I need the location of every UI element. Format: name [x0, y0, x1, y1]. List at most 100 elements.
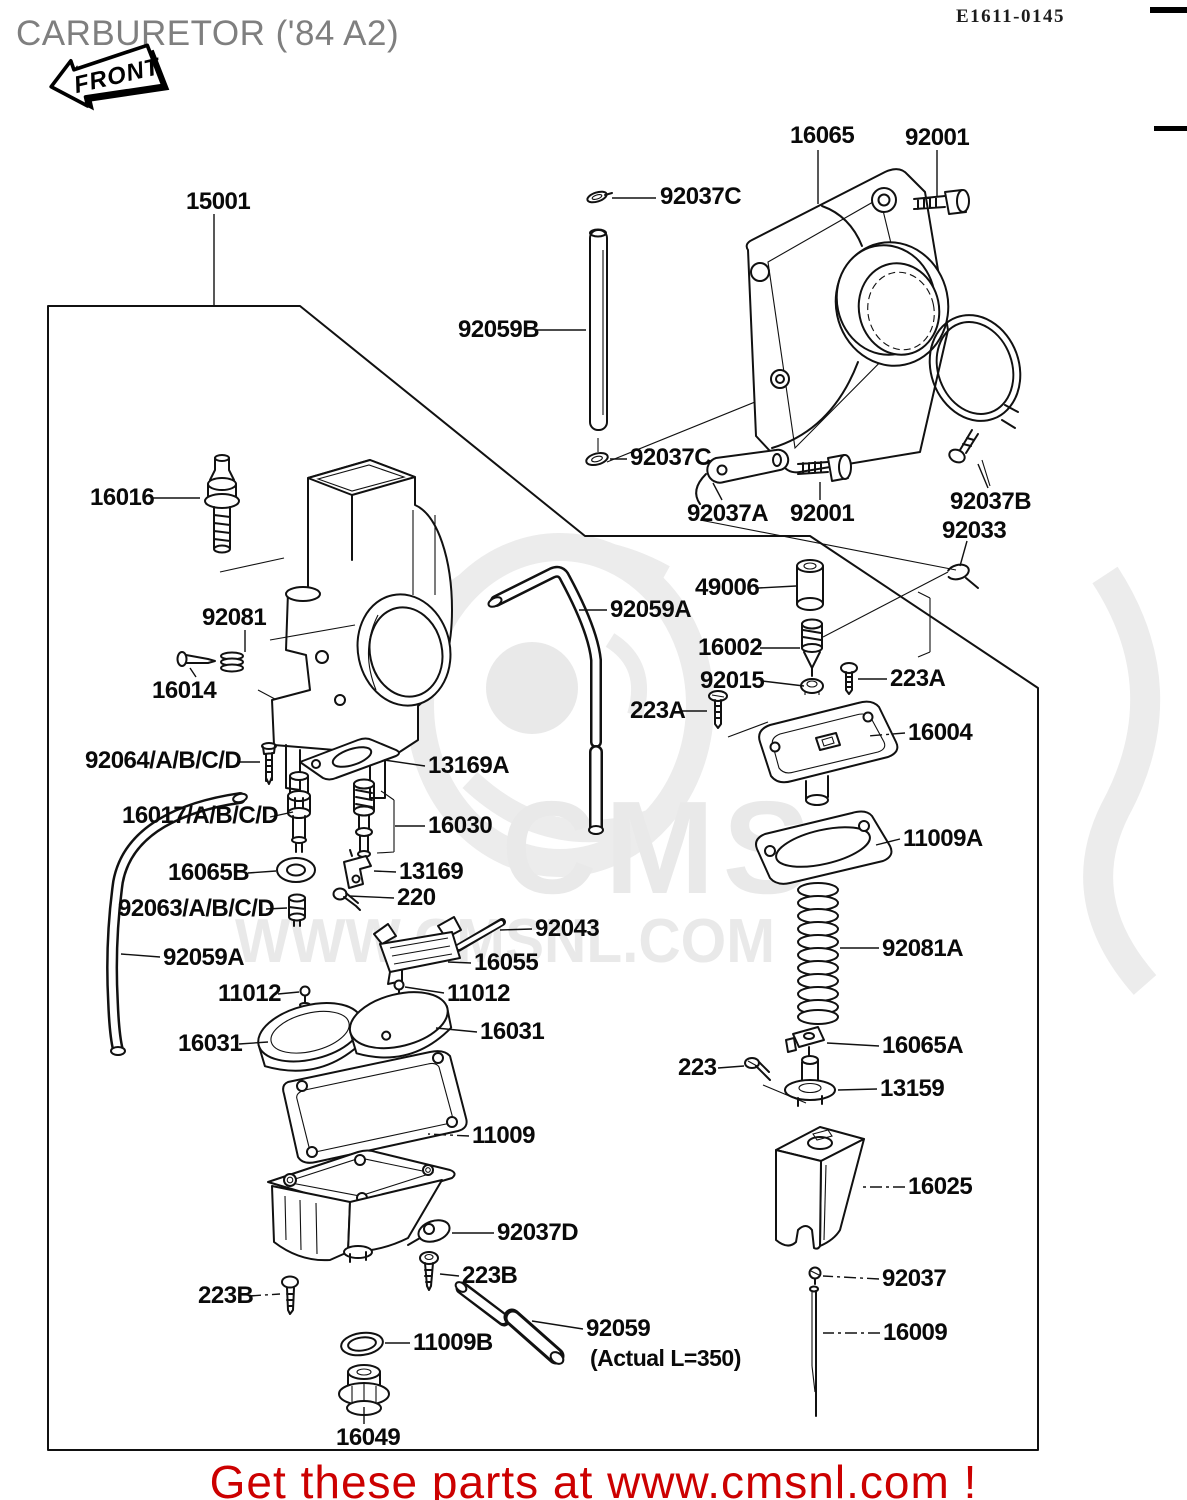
part-label-92063: 92063/A/B/C/D: [118, 895, 275, 922]
bolt-92001-top: [913, 189, 970, 215]
washer-16065B: [276, 857, 316, 883]
footer-banner: Get these parts at www.cmsnl.com !: [209, 1456, 978, 1500]
pin-92043: [454, 918, 506, 952]
screw-223B-left: [281, 1275, 299, 1315]
leader-92037B: [977, 463, 989, 489]
part-label-92081A: 92081A: [882, 935, 964, 962]
band-screw: [948, 429, 979, 464]
part-label-16065: 16065: [790, 122, 855, 149]
part-label-16014: 16014: [152, 677, 217, 704]
leader-11009: [427, 1133, 470, 1137]
hose-92059-bottom: [454, 1281, 565, 1365]
screw-16014: [176, 651, 216, 667]
part-label-16030: 16030: [428, 812, 493, 839]
part-label-11009: 11009: [472, 1122, 535, 1149]
part-label-11009A: 11009A: [903, 825, 983, 852]
part-label-16065B: 16065B: [168, 859, 250, 886]
part-label-223A-2: 223A: [630, 697, 686, 724]
leader-13169A: [383, 759, 426, 767]
bracket-16055: [373, 916, 462, 985]
leader-92063: [265, 907, 288, 910]
gasket-11009: [282, 1050, 468, 1164]
part-label-92059A-2: 92059A: [610, 596, 692, 623]
document-code: E1611-0145: [956, 6, 1065, 27]
needle-jet-16030: [353, 778, 395, 858]
part-label-16002: 16002: [698, 634, 763, 661]
starter-valve-16002: [801, 618, 823, 677]
part-label-92001-1: 92001: [905, 124, 970, 151]
part-label-16004: 16004: [908, 719, 973, 746]
leader-92015: [761, 680, 805, 687]
plate-13169A: [299, 737, 400, 781]
part-label-92037C-2: 92037C: [630, 444, 712, 471]
part-label-16025: 16025: [908, 1173, 973, 1200]
leader-16055: [447, 961, 472, 964]
part-label-223: 223: [678, 1054, 717, 1081]
leader-92037A: [712, 482, 723, 501]
leader-11009A: [875, 838, 901, 846]
tube-92059B: [589, 228, 608, 452]
leader-16065A: [826, 1042, 880, 1047]
assembly-boundary: [47, 305, 1039, 1451]
part-label-11009B: 11009B: [413, 1329, 493, 1356]
part-label-92059: 92059: [586, 1315, 651, 1342]
leader-92059A-1: [120, 953, 161, 958]
part-label-92037C-1: 92037C: [660, 183, 742, 210]
leader-223B-2: [248, 1293, 281, 1297]
part-label-16065A: 16065A: [882, 1032, 964, 1059]
leader-16031-1: [238, 1041, 269, 1045]
part-label-92001-2: 92001: [790, 500, 855, 527]
clip-92037C-top: [586, 190, 613, 204]
hose-92059A-right: [487, 565, 604, 835]
hose-92059A-left: [106, 792, 248, 1056]
part-label-92064: 92064/A/B/C/D: [85, 747, 242, 774]
leader-16004: [867, 732, 906, 737]
jet-needle-16009: [809, 1285, 819, 1417]
part-label-11012-1: 11012: [218, 980, 281, 1007]
main-jet-16017: [287, 771, 311, 853]
part-label-223A-1: 223A: [890, 665, 946, 692]
float-16031-right: [348, 991, 453, 1059]
part-label-15001: 15001: [186, 188, 251, 215]
leader-92033: [959, 540, 968, 567]
oring-11009B: [340, 1331, 384, 1357]
leader-16065B: [247, 870, 277, 874]
screw-223A-right: [840, 662, 858, 695]
float-16025: [775, 1126, 865, 1250]
lever-92037A: [695, 448, 790, 505]
part-label-92059A-1: 92059A: [163, 944, 245, 971]
screw-92064: [261, 742, 277, 785]
part-label-13159: 13159: [880, 1075, 945, 1102]
part-label-92037A: 92037A: [687, 500, 769, 527]
jet-92063: [288, 893, 306, 927]
leader-11012-1: [277, 991, 300, 995]
float-bowl: [267, 1149, 456, 1263]
carburetor-body: [269, 459, 453, 799]
top-cover-16004: [758, 700, 899, 806]
leader-11012-2: [404, 986, 445, 994]
leader-13159: [837, 1088, 878, 1091]
leader-92043: [499, 928, 533, 931]
part-label-13169: 13169: [399, 858, 464, 885]
part-label-92037: 92037: [882, 1265, 947, 1292]
screw-223: [744, 1057, 771, 1081]
plunger-13159: [784, 1055, 836, 1107]
part-label-92015: 92015: [700, 667, 765, 694]
part-label-92033: 92033: [942, 517, 1007, 544]
part-label-16017: 16017/A/B/C/D: [122, 802, 279, 829]
part-label-11012-2: 11012: [447, 980, 510, 1007]
leader-220: [348, 895, 395, 899]
part-label-16055: 16055: [474, 949, 539, 976]
drain-plug-16049: [338, 1364, 390, 1416]
part-label-92037D: 92037D: [497, 1219, 579, 1246]
part-label-13169A: 13169A: [428, 752, 510, 779]
screw-223B-right: [419, 1251, 439, 1291]
bolt-92001-lever: [797, 454, 852, 482]
part-label-223B-1: 223B: [462, 1262, 518, 1289]
registration-mark: [1154, 126, 1187, 131]
float-16031-left: [257, 1002, 367, 1072]
screw-220: [332, 887, 361, 911]
cap-49006: [796, 559, 824, 611]
